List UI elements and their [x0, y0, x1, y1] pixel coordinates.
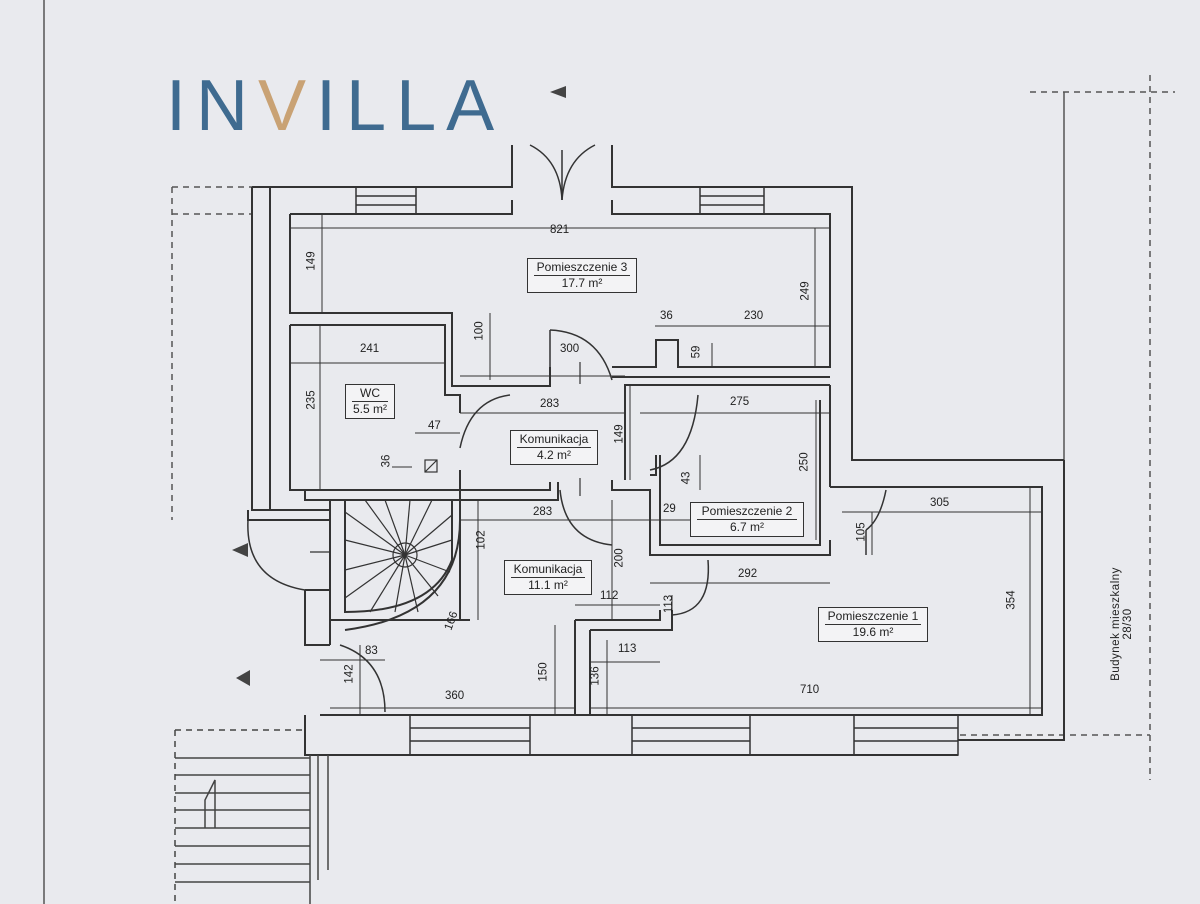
dimension-label: 300 [560, 343, 580, 355]
room-area: 4.2 m² [517, 447, 591, 463]
room-label-wc: WC 5.5 m² [345, 384, 395, 419]
dimension-label: 275 [730, 396, 750, 408]
neighbor-building-label: Budynek mieszkalny 28/30 [1110, 567, 1134, 681]
dimension-label: 710 [800, 684, 820, 696]
room-area: 17.7 m² [534, 275, 630, 291]
top-windows [355, 186, 959, 756]
invilla-logo: INVILLA [166, 70, 504, 142]
dimension-label: 149 [613, 424, 626, 444]
room-name: Pomieszczenie 2 [701, 504, 793, 518]
dimension-label: 102 [475, 530, 488, 550]
dimension-label: 283 [533, 506, 553, 518]
dimension-label: 43 [680, 471, 693, 485]
entrance-steps [174, 729, 329, 904]
dimension-label: 235 [305, 390, 318, 410]
doors [247, 144, 887, 713]
logo-text-v: V [258, 66, 317, 146]
room-area: 11.1 m² [511, 577, 585, 593]
dimension-label: 83 [365, 645, 378, 657]
room-area: 6.7 m² [697, 519, 797, 535]
room-label-pomieszczenie-1: Pomieszczenie 1 19.6 m² [818, 607, 928, 642]
dimension-label: 113 [618, 643, 637, 655]
room-name: Komunikacja [513, 562, 583, 576]
dimension-label: 59 [690, 345, 703, 359]
dimension-label: 354 [1005, 590, 1018, 610]
dimension-label: 105 [855, 522, 868, 542]
dimension-label: 100 [473, 321, 486, 341]
room-label-pomieszczenie-2: Pomieszczenie 2 6.7 m² [690, 502, 804, 537]
room-label-komunikacja-2: Komunikacja 11.1 m² [504, 560, 592, 595]
dimension-label: 241 [360, 343, 380, 355]
dimension-lines [290, 214, 1042, 715]
dimension-label: 200 [613, 548, 626, 568]
dimension-label: 283 [540, 398, 560, 410]
spiral-stair [344, 499, 453, 613]
dimension-label: 113 [663, 594, 676, 614]
room-name: Komunikacja [519, 432, 589, 446]
dimension-label: 821 [550, 224, 570, 236]
dimension-label: 36 [380, 454, 393, 468]
dimension-label: 249 [799, 281, 812, 301]
room-area: 5.5 m² [352, 401, 388, 416]
dimension-label: 36 [660, 310, 673, 322]
dimension-label: 136 [589, 666, 602, 686]
dimension-label: 250 [798, 452, 811, 472]
logo-text-left: IN [166, 66, 258, 146]
dimension-label: 292 [738, 568, 758, 580]
entrance-arrow-icons [232, 86, 566, 686]
logo-text-right: ILLA [316, 66, 505, 146]
room-name: WC [360, 386, 380, 400]
dimension-label: 47 [428, 420, 441, 432]
room-label-komunikacja-1: Komunikacja 4.2 m² [510, 430, 598, 465]
dimension-label: 142 [343, 664, 356, 684]
room-area: 19.6 m² [825, 624, 921, 640]
room-name: Pomieszczenie 1 [827, 609, 919, 623]
room-name: Pomieszczenie 3 [536, 260, 628, 274]
room-label-pomieszczenie-3: Pomieszczenie 3 17.7 m² [527, 258, 637, 293]
outer-walls [247, 145, 1065, 756]
dimension-label: 230 [744, 310, 764, 322]
interior-walls [289, 324, 831, 715]
dimension-label: 29 [663, 503, 676, 515]
dimension-label: 360 [445, 690, 465, 702]
dimension-label: 149 [305, 251, 318, 271]
dimension-label: 150 [537, 662, 550, 682]
dimension-label: 305 [930, 497, 950, 509]
dimension-label: 112 [600, 590, 619, 602]
fixtures [310, 362, 581, 553]
